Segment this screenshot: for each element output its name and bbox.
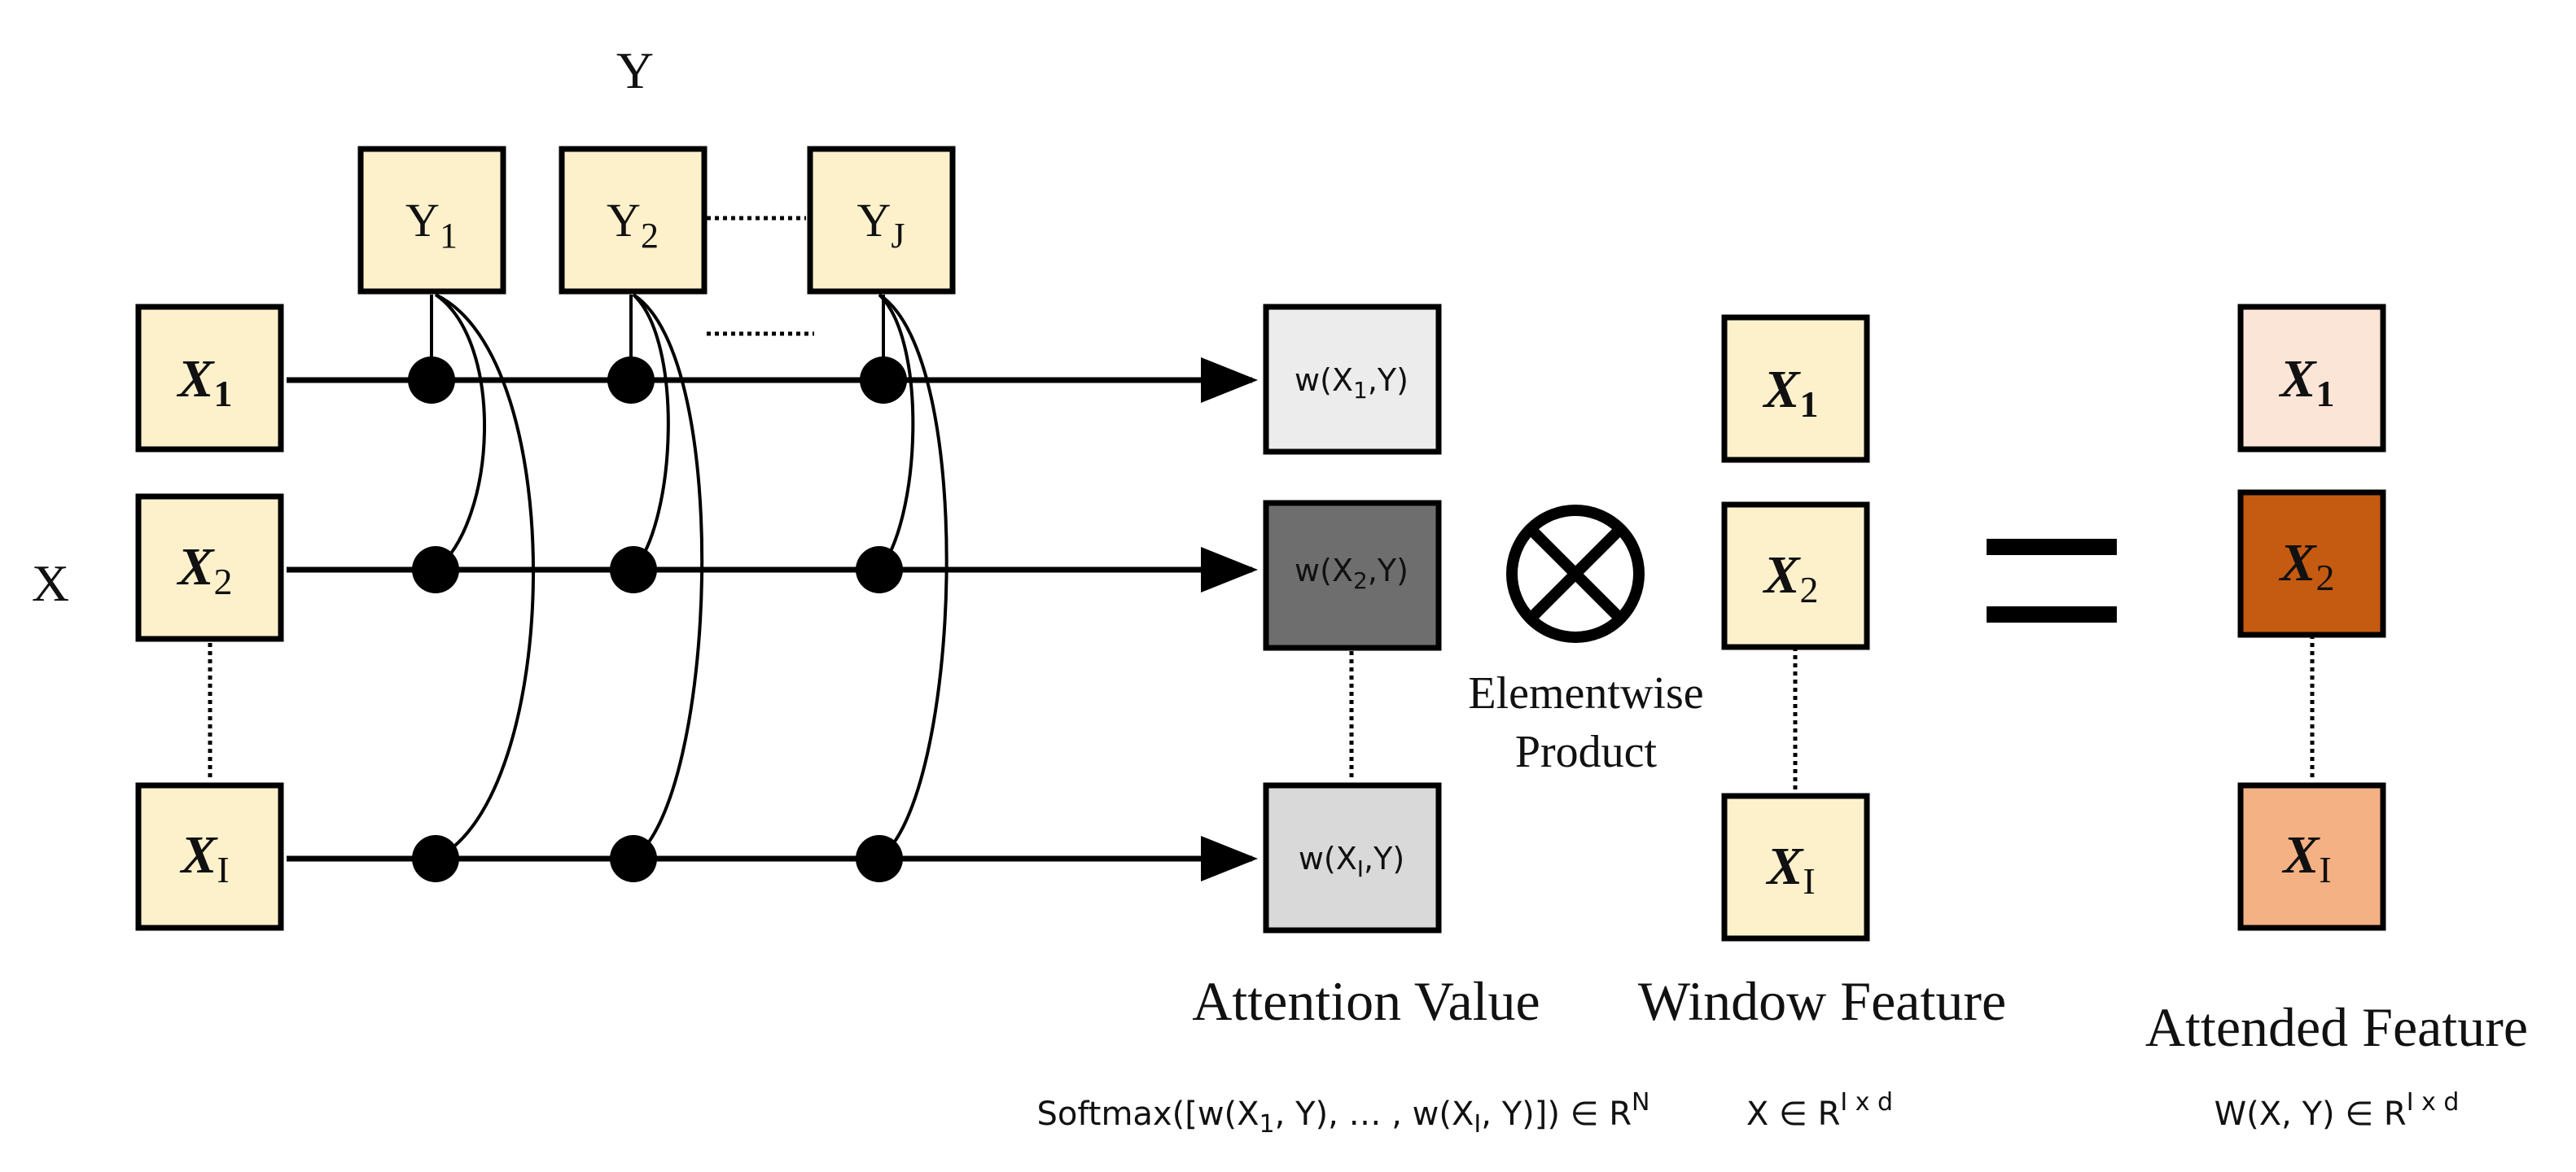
operator-label-line2: Product <box>1515 727 1658 777</box>
window-nodes: X1 X2 XI <box>1721 314 1870 942</box>
svg-text:XI: XI <box>179 825 229 890</box>
attended-nodes: X1 X2 XI <box>2237 304 2386 931</box>
y-node-1: Y1 <box>357 146 506 295</box>
svg-text:Y1: Y1 <box>405 194 458 256</box>
attention-cell-i: w(XI,Y) <box>1263 782 1442 934</box>
attended-node-2: X2 <box>2237 489 2386 638</box>
x-group-label: X <box>32 554 69 612</box>
svg-text:YJ: YJ <box>856 194 905 256</box>
attention-formula: Softmax([w(X1, Y), … , w(XI, Y)]) ∈ RN <box>1037 1088 1650 1139</box>
operator-label-line1: Elementwise <box>1468 668 1703 719</box>
attention-value-title: Attention Value <box>1192 970 1540 1032</box>
attended-feature-title: Attended Feature <box>2145 996 2528 1058</box>
junction-dots <box>408 356 907 882</box>
svg-text:w(X2,Y): w(X2,Y) <box>1295 553 1408 594</box>
svg-text:w(X1,Y): w(X1,Y) <box>1295 362 1408 404</box>
svg-text:X2: X2 <box>1762 545 1818 610</box>
y-node-j: YJ <box>807 146 956 295</box>
x-node-i: XI <box>135 782 284 931</box>
x-row-arrows <box>287 357 1258 881</box>
attended-node-1: X1 <box>2237 304 2386 453</box>
y-nodes: Y1 Y2 YJ <box>357 146 956 295</box>
window-node-2: X2 <box>1721 501 1870 650</box>
svg-text:X1: X1 <box>2278 349 2334 414</box>
otimes-icon <box>1506 505 1645 643</box>
svg-text:X1: X1 <box>1762 360 1818 425</box>
attention-cell-2: w(X2,Y) <box>1263 500 1442 651</box>
attended-formula: W(X, Y) ∈ RI x d <box>2215 1088 2460 1133</box>
window-node-i: XI <box>1721 793 1870 942</box>
window-node-1: X1 <box>1721 314 1870 463</box>
svg-text:X1: X1 <box>176 349 232 414</box>
dotted-connectors <box>208 216 2315 789</box>
svg-text:XI: XI <box>2281 825 2331 890</box>
x-nodes: X1 X2 XI <box>135 304 284 931</box>
svg-text:Y2: Y2 <box>607 194 659 256</box>
window-formula: X ∈ RI x d <box>1746 1088 1893 1133</box>
window-feature-title: Window Feature <box>1638 970 2006 1032</box>
attention-cells: w(X1,Y) w(X2,Y) w(XI,Y) <box>1263 304 1442 934</box>
svg-text:X2: X2 <box>2278 533 2334 598</box>
equals-icon <box>1987 539 2117 623</box>
svg-text:X2: X2 <box>176 537 232 602</box>
x-node-1: X1 <box>135 304 284 453</box>
y-node-2: Y2 <box>559 146 708 295</box>
svg-text:XI: XI <box>1765 837 1815 902</box>
x-node-2: X2 <box>135 493 284 642</box>
attention-cell-1: w(X1,Y) <box>1263 304 1442 455</box>
svg-text:w(XI,Y): w(XI,Y) <box>1299 841 1404 882</box>
y-group-label: Y <box>616 42 654 99</box>
y-to-x-curves <box>434 293 948 860</box>
attended-node-i: XI <box>2237 782 2386 931</box>
